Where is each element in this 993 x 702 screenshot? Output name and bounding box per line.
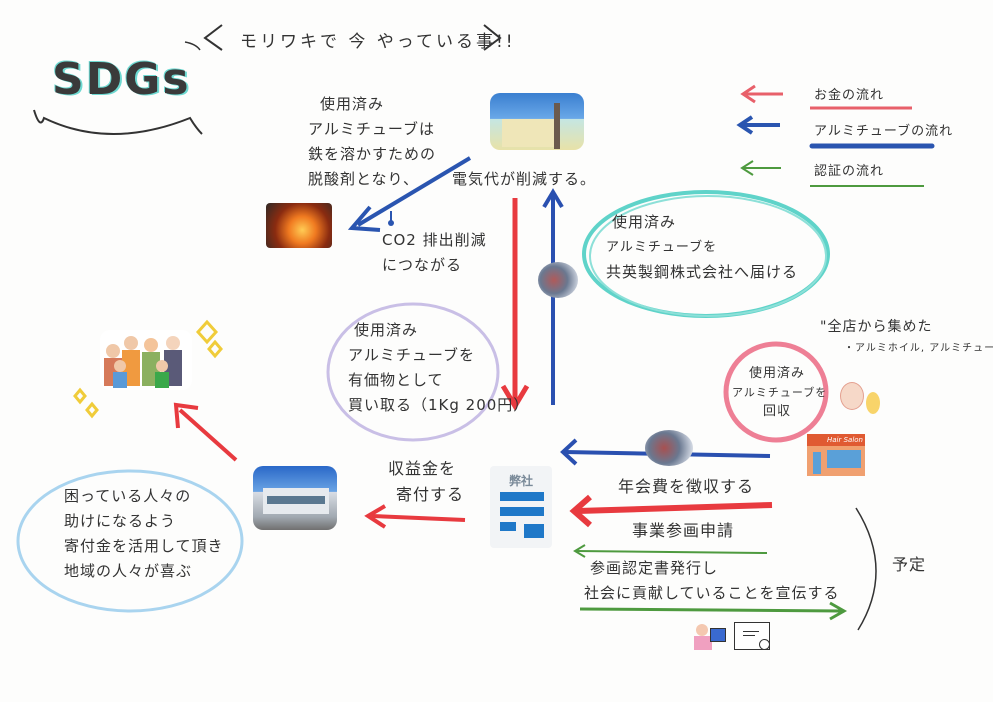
note-line: 収益金を <box>388 459 457 478</box>
note-line: 使用済み <box>354 321 419 339</box>
note-line: CO2 排出削減 <box>382 231 487 249</box>
legend-cert-arrow <box>740 160 781 176</box>
certificate-illustration <box>694 618 776 658</box>
family-member <box>144 338 158 352</box>
family-member <box>166 336 180 350</box>
community-note: 困っている人々の 助けになるよう 寄付金を活用して頂き 地域の人々が喜ぶ <box>64 484 224 584</box>
note-line: 参画認定書発行し <box>590 559 719 577</box>
company-building-block <box>524 524 544 538</box>
company-building-block <box>500 522 516 531</box>
legend-cert-label: 認証の流れ <box>814 164 885 179</box>
note-line: 社会に貢献していることを宣伝する <box>584 584 840 602</box>
molten-steel-photo <box>266 203 332 248</box>
family-child <box>155 372 169 388</box>
note-line: につながる <box>382 256 463 274</box>
note-line: アルミチューブは <box>308 120 435 138</box>
money-arrow-fee <box>577 502 773 514</box>
certificate-seal-icon <box>759 639 770 650</box>
customer-ok-illustration <box>836 378 888 426</box>
note-line: 助けになるよう <box>64 512 177 530</box>
city-hall-windows <box>267 496 325 504</box>
legend-cert: 認証の流れ <box>814 160 884 179</box>
note-line: 共英製鋼株式会社へ届ける <box>606 263 799 281</box>
planned-bracket <box>855 507 877 631</box>
legend-tube-arrow <box>736 115 780 135</box>
company-label: 弊社 <box>508 474 533 488</box>
laptop-icon <box>710 628 726 642</box>
family-child <box>113 372 127 388</box>
company-building-block <box>500 492 544 501</box>
money-arrow-to-cityhall <box>371 514 466 522</box>
apply-note: 事業参画申請 <box>632 521 735 540</box>
legend-money-label: お金の流れ <box>814 88 885 103</box>
fee-note: 年会費を徴収する <box>618 477 755 496</box>
company-building-block <box>500 507 544 516</box>
person-body <box>694 636 712 650</box>
hair-salon-door <box>813 452 821 474</box>
company-icon: 弊社 <box>490 466 552 548</box>
note-line: 鉄を溶かすための <box>308 145 437 163</box>
hair-salon-window <box>827 450 861 468</box>
certify-note: 参画認定書発行し 社会に貢献していることを宣伝する <box>584 556 840 606</box>
note-line: 買い取る（1Kg 200円） <box>348 396 530 414</box>
certificate-line <box>743 635 755 636</box>
note-line: 使用済み <box>320 95 385 113</box>
factory-chimney <box>554 103 560 149</box>
note-line: 寄付する <box>396 485 465 504</box>
certificate-line <box>743 631 759 632</box>
collect-note: 使用済み アルミチューブを 回収 <box>732 364 828 421</box>
title-left-bracket <box>203 24 223 51</box>
ok-sign-icon <box>866 392 880 414</box>
steel-factory-photo <box>490 93 584 150</box>
note-line: 地域の人々が喜ぶ <box>64 562 193 580</box>
donate-note: 収益金を 寄付する <box>388 456 464 508</box>
family-member <box>106 344 120 358</box>
sdgs-underline-curve <box>33 109 203 135</box>
money-arrow-to-family <box>178 408 238 462</box>
note-line: アルミチューブを <box>732 386 828 399</box>
hair-salon-sign: Hair Salon <box>807 434 865 446</box>
family-member <box>124 336 138 350</box>
note-line: 回収 <box>762 404 791 419</box>
city-hall-photo <box>253 466 337 530</box>
sdgs-logo: SDGs <box>52 54 191 105</box>
collected-quote: "全店から集めた ・アルミホイル, アルミチューブ" <box>820 316 993 360</box>
note-line: 脱酸剤となり、 <box>308 170 419 188</box>
legend-tube-label: アルミチューブの流れ <box>814 124 954 139</box>
deoxidizer-note: 使用済み アルミチューブは 鉄を溶かすための 脱酸剤となり、 <box>308 92 436 192</box>
note-line: 困っている人々の <box>64 487 192 505</box>
cert-arrow-certify <box>579 607 843 613</box>
deliver-note: 使用済み アルミチューブを 共英製鋼株式会社へ届ける <box>606 210 798 285</box>
planned-note: 予定 <box>892 555 927 574</box>
note-line: アルミチューブを <box>348 346 475 364</box>
electricity-note: 電気代が削減する。 <box>452 170 597 188</box>
cert-arrow-apply <box>575 550 768 554</box>
factory-building <box>502 119 554 147</box>
note-line: アルミチューブを <box>606 240 718 255</box>
page-title: モリワキで 今 やっている事!! <box>240 32 516 52</box>
family-illustration <box>100 330 192 390</box>
note-line: 使用済み <box>748 366 805 381</box>
note-line: 寄付金を活用して頂き <box>64 537 224 555</box>
aluminum-tubes-photo <box>645 430 693 466</box>
family-child <box>156 360 168 372</box>
note-line: 使用済み <box>612 213 677 231</box>
certificate-icon <box>734 622 770 650</box>
legend-money: お金の流れ <box>814 84 884 103</box>
customer-face <box>840 382 864 410</box>
hair-salon-illustration: Hair Salon <box>803 432 867 482</box>
sdgs-side-curve <box>184 41 201 51</box>
legend-tube: アルミチューブの流れ <box>814 120 953 139</box>
note-line: 有価物として <box>348 371 444 389</box>
person-icon <box>696 624 708 636</box>
buyback-note: 使用済み アルミチューブを 有価物として 買い取る（1Kg 200円） <box>348 318 529 418</box>
quote-line: "全店から集めた <box>820 319 933 335</box>
legend-money-arrow <box>740 84 783 104</box>
family-child <box>114 360 126 372</box>
co2-note: CO2 排出削減 につながる <box>382 228 487 278</box>
quote-line: ・アルミホイル, アルミチューブ" <box>844 343 993 354</box>
aluminum-tubes-photo <box>538 262 578 298</box>
